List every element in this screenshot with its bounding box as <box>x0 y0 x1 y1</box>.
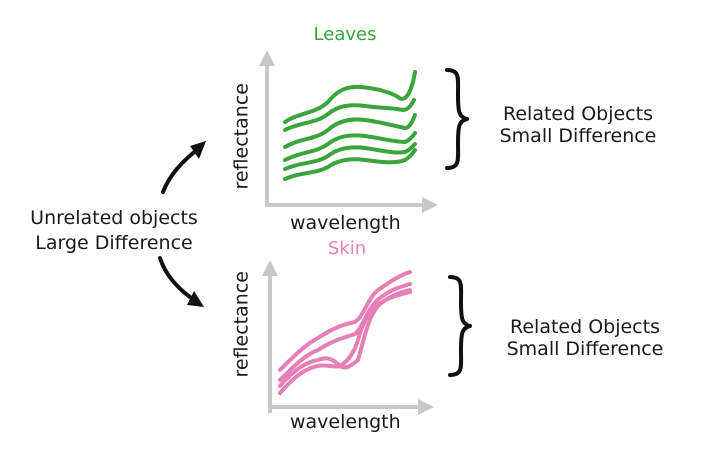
skin-y-label: reflectance <box>230 271 253 378</box>
skin-bracket <box>448 275 472 377</box>
leaves-bracket <box>445 68 469 170</box>
skin-x-label: wavelength <box>290 411 401 433</box>
left-label-line2: Large Difference <box>35 232 193 254</box>
leaves-title: Leaves <box>313 24 377 45</box>
leaves-y-label: reflectance <box>230 83 253 190</box>
leaves-bracket-line1: Related Objects <box>503 103 653 125</box>
leaves-curve-1 <box>283 70 417 124</box>
arrow-to-skin <box>158 256 204 307</box>
skin-curves <box>278 270 412 395</box>
leaves-curve-4 <box>283 131 417 162</box>
leaves-curves <box>283 70 417 181</box>
leaves-curve-3 <box>283 113 417 149</box>
leaves-curve-2 <box>283 98 416 132</box>
skin-bracket-text: Related Objects Small Difference <box>487 316 683 360</box>
left-label-line1: Unrelated objects <box>30 207 198 229</box>
leaves-curve-6 <box>283 148 417 181</box>
leaves-axes <box>259 50 438 213</box>
skin-bracket-line1: Related Objects <box>510 316 660 338</box>
leaves-curve-5 <box>283 142 417 171</box>
leaves-x-label: wavelength <box>290 212 401 234</box>
skin-curve-4 <box>278 290 412 395</box>
skin-title: Skin <box>327 238 367 259</box>
unrelated-objects-label: Unrelated objects Large Difference <box>14 206 214 256</box>
skin-curve-2 <box>278 282 412 382</box>
skin-axes <box>262 260 434 415</box>
skin-curve-1 <box>278 270 412 372</box>
skin-bracket-line2: Small Difference <box>506 338 664 360</box>
leaves-bracket-text: Related Objects Small Difference <box>480 103 676 147</box>
leaves-bracket-line2: Small Difference <box>499 125 657 147</box>
arrow-to-leaves <box>161 141 206 194</box>
